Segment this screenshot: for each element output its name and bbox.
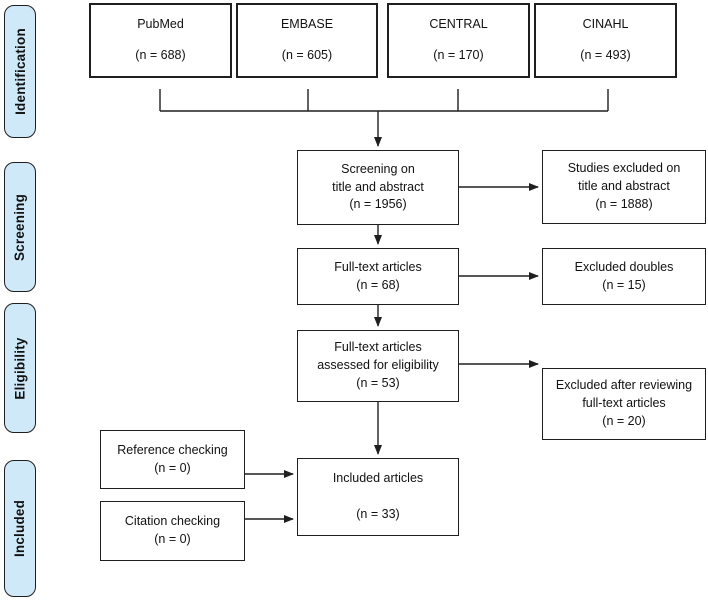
source-name: EMBASE <box>280 17 334 31</box>
node-full-text-assessed: Full-text articles assessed for eligibil… <box>297 330 459 402</box>
node-screening-title-abstract: Screening on title and abstract (n = 195… <box>297 150 459 225</box>
source-box-embase: EMBASE (n = 605) <box>236 3 378 78</box>
source-count: (n = 605) <box>281 47 333 62</box>
source-count: (n = 688) <box>135 47 186 62</box>
node-excluded-title-abstract: Studies excluded on title and abstract (… <box>542 150 706 224</box>
node-reference-checking: Reference checking (n = 0) <box>100 430 245 489</box>
source-name: CINAHL <box>582 17 629 31</box>
source-box-central: CENTRAL (n = 170) <box>387 3 530 78</box>
node-citation-checking: Citation checking (n = 0) <box>100 501 245 561</box>
source-count: (n = 170) <box>433 47 484 62</box>
source-count: (n = 493) <box>580 47 631 62</box>
stage-chip-included: Included <box>4 460 36 597</box>
node-excluded-doubles: Excluded doubles (n = 15) <box>542 248 706 305</box>
node-excluded-full-text: Excluded after reviewing full-text artic… <box>542 368 706 440</box>
stage-chip-identification: Identification <box>4 5 36 138</box>
node-full-text-articles: Full-text articles (n = 68) <box>297 248 459 305</box>
stage-label: Identification <box>12 28 28 115</box>
node-included-articles: Included articles (n = 33) <box>297 458 459 536</box>
source-box-cinahl: CINAHL (n = 493) <box>534 3 677 78</box>
source-name: PubMed <box>137 17 184 31</box>
stage-label: Included <box>12 499 28 558</box>
source-box-pubmed: PubMed (n = 688) <box>89 3 232 78</box>
stage-label: Eligibility <box>12 336 28 400</box>
stage-chip-eligibility: Eligibility <box>4 303 36 433</box>
stage-chip-screening: Screening <box>4 162 36 292</box>
source-name: CENTRAL <box>429 17 488 31</box>
stage-label: Screening <box>12 193 28 261</box>
